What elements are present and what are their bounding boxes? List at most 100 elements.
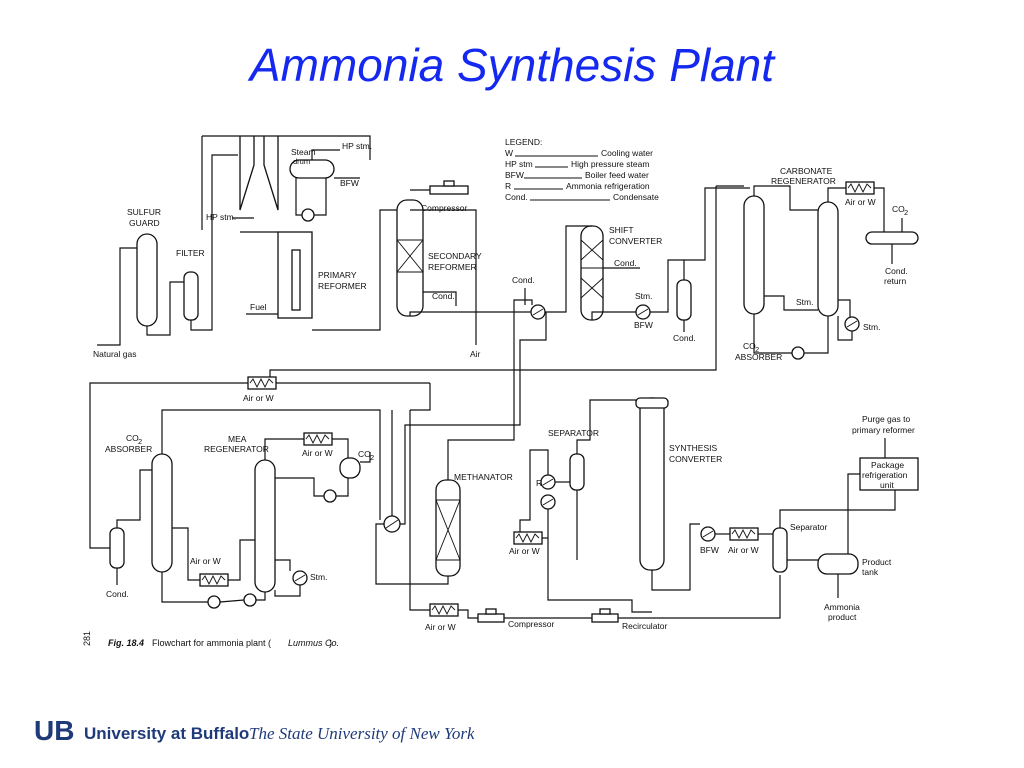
legend-meaning-r: Ammonia refrigeration: [566, 181, 650, 191]
svg-text:): ): [329, 638, 332, 648]
svg-text:drum: drum: [293, 157, 310, 166]
cooler-right: Air or W: [728, 527, 759, 555]
svg-text:BFW: BFW: [340, 178, 359, 188]
svg-text:2: 2: [370, 453, 374, 462]
svg-text:HP stm.: HP stm.: [206, 212, 236, 222]
co2-absorber-top: CO 2 ABSORBER: [735, 195, 782, 362]
svg-text:CONVERTER: CONVERTER: [609, 236, 662, 246]
svg-text:CONVERTER: CONVERTER: [669, 454, 722, 464]
svg-text:Separator: Separator: [790, 522, 827, 532]
legend-heading: LEGEND:: [505, 137, 542, 147]
legend-code-w: W: [505, 148, 513, 158]
svg-text:REGENERATOR: REGENERATOR: [204, 444, 269, 454]
svg-text:Flowchart for ammonia plant (: Flowchart for ammonia plant (: [152, 638, 271, 648]
legend-code-bfw: BFW: [505, 170, 524, 180]
secondary-reformer: SECONDARY REFORMER Cond.: [396, 199, 482, 317]
svg-text:CO: CO: [892, 204, 905, 214]
svg-text:GUARD: GUARD: [129, 218, 160, 228]
svg-text:MEA: MEA: [228, 434, 247, 444]
svg-text:Compressor: Compressor: [421, 203, 467, 213]
svg-text:Compressor: Compressor: [508, 619, 554, 629]
svg-text:Air or W: Air or W: [845, 197, 876, 207]
svg-text:return: return: [884, 276, 906, 286]
svg-text:Cond.: Cond.: [432, 291, 455, 301]
carbonate-regenerator: CARBONATE REGENERATOR Air or W CO 2 Cond…: [771, 166, 919, 341]
sulfur-guard: SULFUR GUARD: [127, 207, 161, 327]
svg-text:ABSORBER: ABSORBER: [735, 352, 782, 362]
svg-text:Stm.: Stm.: [635, 291, 652, 301]
svg-text:Cond.: Cond.: [885, 266, 908, 276]
svg-text:CO: CO: [743, 341, 756, 351]
svg-text:unit: unit: [880, 480, 894, 490]
svg-text:Cond.: Cond.: [106, 589, 129, 599]
university-name: University at Buffalo: [84, 724, 249, 743]
legend-meaning-w: Cooling water: [601, 148, 653, 158]
svg-text:Air or W: Air or W: [302, 448, 333, 458]
purge-gas-label-1: Purge gas to: [862, 414, 910, 424]
svg-text:REGENERATOR: REGENERATOR: [771, 176, 836, 186]
svg-text:Stm.: Stm.: [796, 297, 813, 307]
exchanger-mea: [243, 593, 257, 607]
svg-text:Lummus Co.: Lummus Co.: [288, 638, 339, 648]
mea-regenerator: MEA REGENERATOR Air or W CO 2 Stm.: [204, 432, 374, 597]
svg-text:REFORMER: REFORMER: [428, 262, 477, 272]
svg-text:SYNTHESIS: SYNTHESIS: [669, 443, 718, 453]
svg-text:Fig. 18.4: Fig. 18.4: [108, 638, 144, 648]
steam-exchanger-mid: Stm. BFW: [634, 291, 653, 330]
svg-text:CARBONATE: CARBONATE: [780, 166, 833, 176]
primary-reformer: PRIMARY REFORMER Fuel HP stm.: [206, 136, 367, 319]
bfw-right-label: BFW: [700, 545, 719, 555]
compressor-bottom: Compressor: [477, 608, 554, 629]
legend: LEGEND: W Cooling water HP stm High pres…: [505, 137, 659, 202]
pump-carbonate: [791, 346, 805, 360]
svg-text:SEPARATOR: SEPARATOR: [548, 428, 599, 438]
svg-text:HP stm.: HP stm.: [342, 141, 372, 151]
cooler-bottom: Air or W: [425, 603, 459, 632]
legend-code-cond: Cond.: [505, 192, 528, 202]
svg-text:2: 2: [138, 437, 142, 446]
legend-code-r: R: [505, 181, 511, 191]
svg-text:Cond.: Cond.: [512, 275, 535, 285]
air-label: Air: [470, 349, 481, 359]
natural-gas-label: Natural gas: [93, 349, 136, 359]
svg-text:SHIFT: SHIFT: [609, 225, 634, 235]
separator-right: Separator: [772, 522, 827, 573]
svg-text:FILTER: FILTER: [176, 248, 205, 258]
svg-text:2: 2: [904, 208, 908, 217]
legend-code-hpstm: HP stm: [505, 159, 533, 169]
svg-text:refrigeration: refrigeration: [862, 470, 908, 480]
svg-text:Recirculator: Recirculator: [622, 621, 668, 631]
filter: FILTER: [176, 248, 205, 321]
svg-text:Air or W: Air or W: [190, 556, 221, 566]
svg-text:Stm.: Stm.: [863, 322, 880, 332]
legend-meaning-hpstm: High pressure steam: [571, 159, 649, 169]
compressor-top: Compressor: [410, 180, 469, 213]
svg-text:2: 2: [755, 345, 759, 354]
svg-text:CO: CO: [126, 433, 139, 443]
cooler-separator: Air or W: [509, 531, 543, 556]
svg-text:Air or W: Air or W: [509, 546, 540, 556]
knockout-drum: Cond.: [673, 187, 750, 343]
svg-text:Steam: Steam: [291, 147, 316, 157]
cooler-low: Air or W: [190, 556, 229, 587]
product-tank: Product tank Ammonia product: [817, 553, 892, 622]
svg-text:PRIMARY: PRIMARY: [318, 270, 357, 280]
figure-caption: 281 Fig. 18.4 Flowchart for ammonia plan…: [82, 631, 339, 648]
svg-text:Stm.: Stm.: [310, 572, 327, 582]
synthesis-converter: SYNTHESIS CONVERTER: [635, 397, 722, 571]
university-tagline: The State University of New York: [249, 724, 474, 743]
svg-text:Cond.: Cond.: [673, 333, 696, 343]
svg-text:REFORMER: REFORMER: [318, 281, 367, 291]
svg-text:Air or W: Air or W: [728, 545, 759, 555]
svg-text:Ammonia: Ammonia: [824, 602, 860, 612]
package-refrigeration-unit: Package refrigeration unit: [859, 457, 919, 491]
svg-text:product: product: [828, 612, 857, 622]
legend-meaning-bfw: Boiler feed water: [585, 170, 649, 180]
svg-text:Package: Package: [871, 460, 904, 470]
shift-converter: SHIFT CONVERTER Cond.: [580, 225, 662, 321]
steam-drum: Steam drum HP stm. BFW: [289, 141, 372, 222]
svg-text:CO: CO: [358, 449, 371, 459]
svg-text:Product: Product: [862, 557, 892, 567]
purge-gas-label-2: primary reformer: [852, 425, 915, 435]
svg-text:Air or W: Air or W: [243, 393, 274, 403]
